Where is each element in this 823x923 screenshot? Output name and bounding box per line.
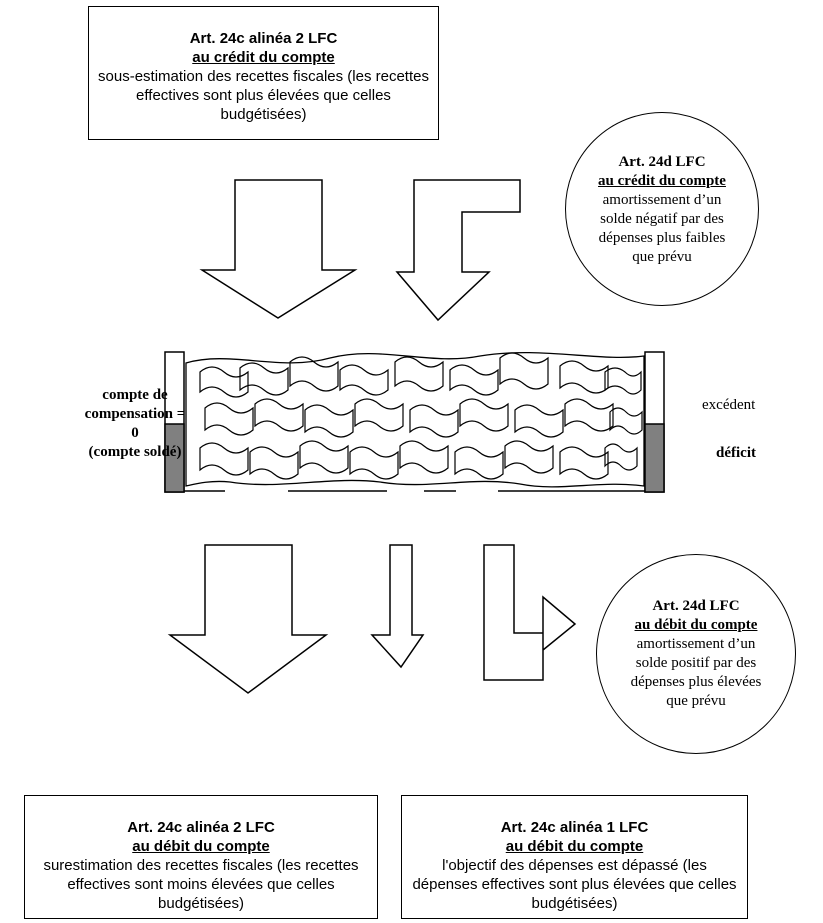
top-circle-line-2: solde négatif par des (600, 211, 724, 227)
bottom-circle: Art. 24d LFC au débit du compte amortiss… (596, 554, 796, 754)
top-bent-arrow (395, 179, 521, 322)
bottom-left-box-subtitle: au débit du compte (132, 838, 270, 855)
top-circle-line-1: amortissement d’un (602, 192, 722, 208)
bottom-circle-subtitle: au débit du compte (634, 617, 758, 633)
bottom-right-box-body: l'objectif des dépenses est dépassé (les… (412, 857, 737, 912)
bottom-right-box-title: Art. 24c alinéa 1 LFC (500, 819, 649, 836)
top-box-subtitle: au crédit du compte (192, 49, 335, 66)
compensation-account-container (164, 351, 665, 493)
bottom-circle-line-1: amortissement d’un (636, 636, 756, 652)
left-gauge-deficit (164, 423, 185, 493)
bottom-right-box-subtitle: au débit du compte (505, 838, 644, 855)
top-box-body: sous-estimation des recettes fiscales (l… (98, 68, 429, 123)
bottom-down-arrow (167, 544, 329, 694)
top-box: Art. 24c alinéa 2 LFC au crédit du compt… (88, 6, 439, 140)
bottom-left-box-body: surestimation des recettes fiscales (les… (43, 857, 359, 912)
bottom-left-box-title: Art. 24c alinéa 2 LFC (127, 819, 275, 836)
compensation-label-line-1: compte de (102, 387, 168, 403)
bottom-circle-line-3: dépenses plus élevées (630, 674, 762, 690)
compensation-label: compte de compensation = 0 (compte soldé… (80, 386, 190, 462)
top-circle-subtitle: au crédit du compte (598, 173, 726, 189)
compensation-label-line-2: compensation = 0 (84, 406, 186, 441)
top-down-arrow (199, 179, 358, 319)
compensation-label-line-3: (compte soldé) (88, 444, 182, 460)
excedent-label: excédent (702, 397, 756, 413)
top-circle-line-3: dépenses plus faibles (598, 230, 726, 246)
top-circle-title: Art. 24d LFC (618, 154, 706, 170)
bottom-circle-line-2: solde positif par des (635, 655, 757, 671)
bottom-circle-title: Art. 24d LFC (652, 598, 740, 614)
bottom-narrow-arrow (370, 544, 425, 669)
top-circle: Art. 24d LFC au crédit du compte amortis… (565, 112, 759, 306)
deficit-label: déficit (716, 445, 756, 461)
bottom-left-box: Art. 24c alinéa 2 LFC au débit du compte… (24, 795, 378, 919)
bottom-bent-arrow (483, 544, 577, 681)
bottom-right-box: Art. 24c alinéa 1 LFC au débit du compte… (401, 795, 748, 919)
right-gauge-deficit (644, 423, 665, 493)
top-circle-line-4: que prévu (632, 249, 692, 265)
bottom-circle-line-4: que prévu (666, 693, 726, 709)
top-box-title: Art. 24c alinéa 2 LFC (189, 30, 338, 47)
